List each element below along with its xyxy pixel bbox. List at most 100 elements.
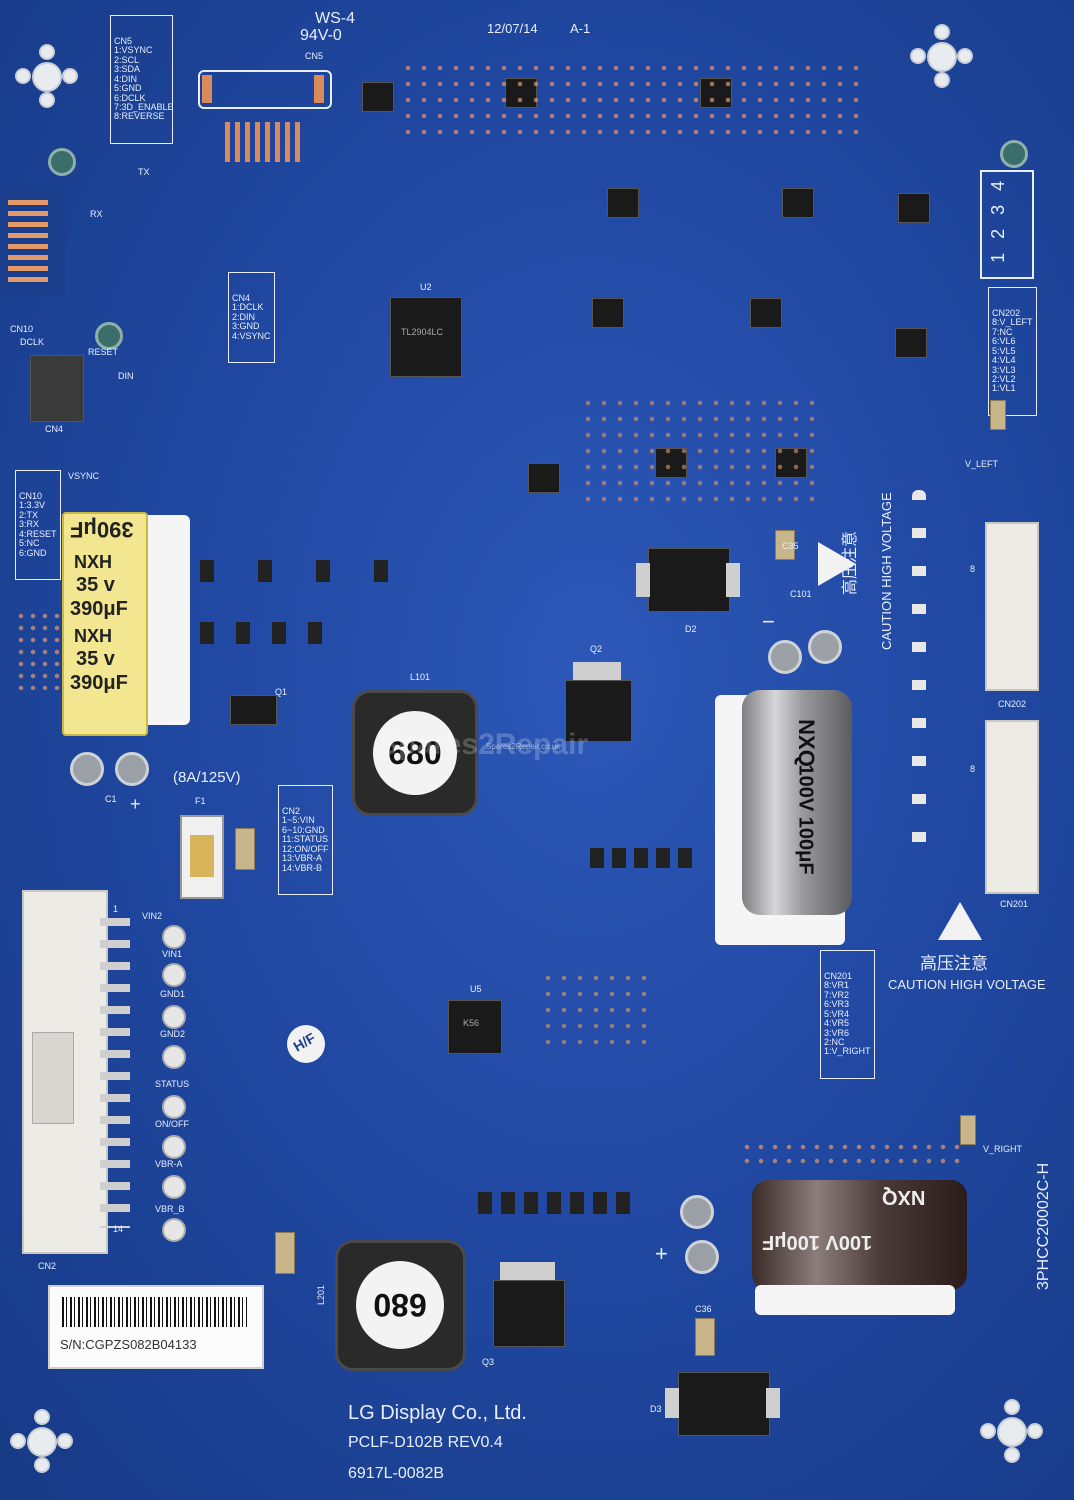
electrolytic-capacitor-c101: NXQ 100V 100μF xyxy=(742,690,852,915)
cn5-pad-right xyxy=(314,75,324,103)
q3-label: Q3 xyxy=(482,1357,495,1367)
c101-label: C101 xyxy=(790,589,812,599)
caution-text-en-lower: CAUTION HIGH VOLTAGE xyxy=(888,977,1046,992)
cn2-latch xyxy=(32,1032,74,1124)
d2-label: D2 xyxy=(685,624,697,634)
c-lower-sleeve xyxy=(755,1285,955,1315)
tx-label: TX xyxy=(138,167,150,177)
diode-d3 xyxy=(678,1372,770,1436)
l201-label: L201 xyxy=(316,1284,327,1305)
reset-label: RESET xyxy=(88,347,119,357)
grid-number-1: 1 xyxy=(988,252,1009,263)
u5-pwm-ic: K56 xyxy=(448,1000,502,1054)
u5-label: U5 xyxy=(470,984,482,994)
mounting-hole-top-right xyxy=(905,20,975,90)
via-field-bottom xyxy=(740,1140,960,1170)
serial-barcode xyxy=(62,1297,247,1327)
diode-d2-pad-r xyxy=(726,563,740,597)
cert-mark: WS-4 xyxy=(315,10,355,27)
caution-warning-icon-lower xyxy=(938,902,982,940)
dclk-label: DCLK xyxy=(20,337,45,347)
mounting-hole-bottom-left xyxy=(5,1405,75,1475)
inductor-l201-core: 680 xyxy=(356,1261,444,1349)
cn5-label: CN5 xyxy=(305,51,324,61)
fuse-rating: (8A/125V) xyxy=(173,769,241,786)
c-lower-lead-1 xyxy=(680,1195,714,1229)
yellow-cap-value-top: 390μF xyxy=(70,517,134,542)
diode-d3-pad-l xyxy=(665,1388,679,1418)
mosfet-q3-tab xyxy=(500,1262,555,1284)
led-string-grid: 4 3 2 1 xyxy=(980,170,1034,279)
c-lower-rating: 100V 100μF xyxy=(762,1231,873,1253)
test-point-vin1 xyxy=(162,963,186,987)
hf-badge: H/F xyxy=(287,1025,325,1063)
test-point-vin2 xyxy=(162,925,186,949)
via-field-mid xyxy=(580,395,820,505)
resistor-row-r32-r17 xyxy=(200,622,340,644)
test-point-onoff xyxy=(162,1135,186,1159)
u2-label: U2 xyxy=(420,282,432,292)
u2-controller-ic: TL2904LC xyxy=(390,297,462,377)
film-capacitor-yellow: 390μF NXH 35 v 390μF NXH 35 v 390μF xyxy=(62,512,148,736)
fiducial-right xyxy=(1000,140,1028,168)
c35-label: C35 xyxy=(782,541,799,551)
test-point-gnd2 xyxy=(162,1045,186,1069)
gnd2-label: GND2 xyxy=(160,1029,186,1039)
c-lower-brand: NXQ xyxy=(882,1186,926,1208)
yellow-cap-brand: NXH xyxy=(74,552,113,572)
cn2-label: CN2 xyxy=(38,1261,57,1271)
hf-text: H/F xyxy=(290,1029,319,1055)
side-code: 3PHCC20002C-H xyxy=(1035,1162,1052,1290)
cn5-connector xyxy=(198,70,332,109)
gnd1-label: GND1 xyxy=(160,989,186,999)
c-lower-lead-2 xyxy=(685,1240,719,1274)
vin1-label: VIN1 xyxy=(162,949,183,959)
cn202-label: CN202 xyxy=(998,699,1027,709)
via-field-lower-mid xyxy=(540,970,650,1050)
caution-text-cn-lower: 高压注意 xyxy=(920,954,988,973)
status-label: STATUS xyxy=(155,1079,190,1089)
mosfet-q304 xyxy=(895,328,927,358)
test-point-status xyxy=(162,1095,186,1119)
caution-text-cn-upper: 高压注意 xyxy=(842,530,859,595)
diode-d2-pad-l xyxy=(636,563,650,597)
cn201-label: CN201 xyxy=(1000,899,1029,909)
test-via-column xyxy=(912,490,926,870)
transistor-q1 xyxy=(230,695,277,725)
cap-c35 xyxy=(775,530,795,560)
yellow-cap-value: 390μF xyxy=(70,598,128,620)
mosfet-q2 xyxy=(565,680,632,742)
test-point-vbrb xyxy=(162,1218,186,1242)
vbrb-label: VBR_B xyxy=(155,1204,185,1214)
via-field-left xyxy=(15,610,60,690)
cap-c1010 xyxy=(990,400,1006,430)
cn2-pin14: 14 xyxy=(113,1224,124,1234)
v-right-label: V_RIGHT xyxy=(983,1144,1023,1154)
q1-label: Q1 xyxy=(275,687,288,697)
cn4-label: CN4 xyxy=(45,424,64,434)
din-label: DIN xyxy=(118,371,134,381)
inductor-l101-core: 680 xyxy=(373,711,457,795)
grid-number-4: 4 xyxy=(988,180,1009,191)
mosfet-q402 xyxy=(782,188,814,218)
l101-label: L101 xyxy=(410,672,431,682)
cap-c47 xyxy=(960,1115,976,1145)
c-lower-plus: + xyxy=(655,1241,668,1266)
fuse-f1 xyxy=(180,815,224,899)
v-left-label: V_LEFT xyxy=(965,459,999,469)
c101-lead-1 xyxy=(768,640,802,674)
u5-marking: K56 xyxy=(463,1018,480,1028)
yellow-cap-lead-right xyxy=(115,752,149,786)
diode-d2 xyxy=(648,548,730,612)
serial-sticker: S/N:CGPZS082B04133 xyxy=(48,1285,264,1369)
mosfet-q306 xyxy=(592,298,624,328)
diode-d3-pad-r xyxy=(766,1388,780,1418)
fiducial-left-top xyxy=(48,148,76,176)
cn201-connector xyxy=(985,720,1039,894)
